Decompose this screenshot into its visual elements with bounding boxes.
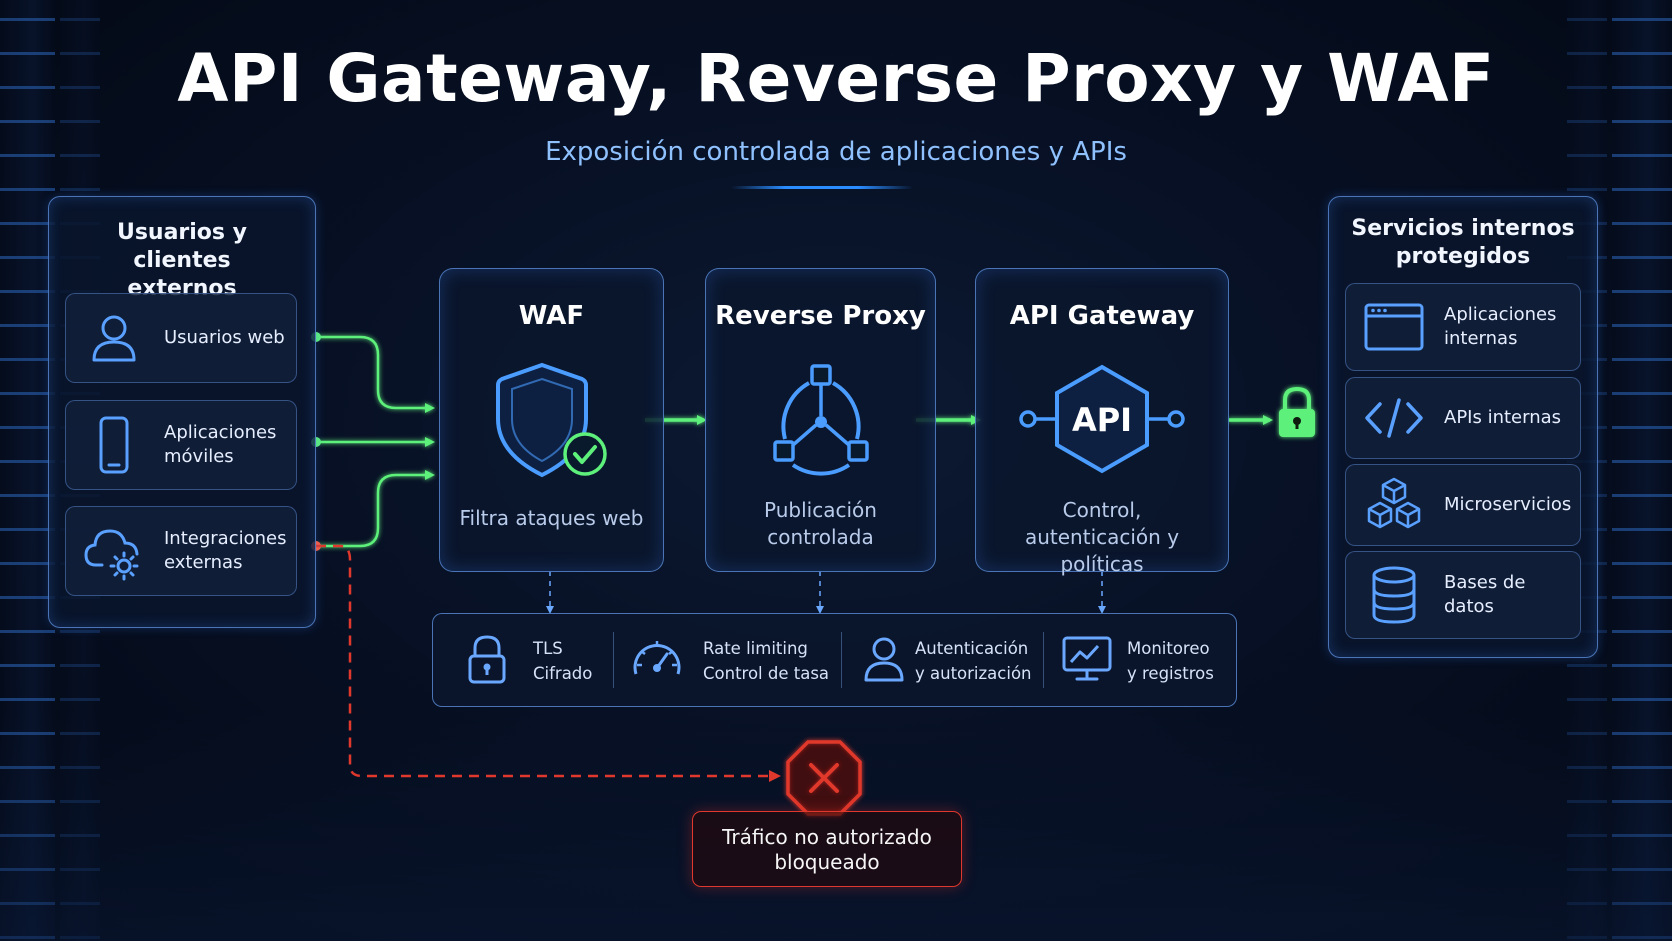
blocked-traffic-label: Tráfico no autorizado bloqueado	[722, 825, 932, 874]
feature-authentication[interactable]: Autenticación y autorización	[858, 614, 1038, 706]
client-item-label: Integraciones externas	[164, 528, 287, 573]
monitor-chart-icon	[1062, 636, 1112, 681]
service-item-label: APIs internas	[1444, 407, 1562, 428]
service-item-internal-apis[interactable]: APIs internas	[1345, 377, 1581, 459]
services-panel: Servicios internos protegidos Aplicacion…	[1328, 196, 1598, 658]
service-item-internal-apps[interactable]: Aplicaciones internas	[1345, 283, 1581, 371]
waf-card[interactable]: WAF Filtra ataques web	[439, 268, 664, 572]
services-panel-title: Servicios internos protegidos	[1351, 216, 1575, 269]
feature-monitoring[interactable]: Monitoreo y registros	[1061, 614, 1236, 706]
reverse-proxy-description: Publicación controlada	[764, 498, 877, 549]
speedometer-icon	[633, 641, 681, 675]
browser-window-icon	[1364, 303, 1424, 351]
client-item-web-users[interactable]: Usuarios web	[65, 293, 297, 383]
shield-check-icon	[495, 362, 607, 478]
page-title: API Gateway, Reverse Proxy y WAF	[177, 40, 1495, 117]
waf-description: Filtra ataques web	[459, 506, 644, 530]
network-hub-icon	[772, 364, 869, 476]
client-item-label: Aplicaciones móviles	[164, 422, 277, 467]
feature-label: Rate limiting Control de tasa	[703, 639, 830, 683]
blocked-x-icon	[786, 740, 862, 816]
user-icon	[92, 315, 136, 362]
connector-integrations	[316, 470, 435, 548]
padlock-icon	[468, 635, 506, 684]
feature-label: TLS Cifrado	[533, 639, 593, 683]
api-gateway-card[interactable]: API Gateway API Control, autenticación y…	[975, 268, 1229, 576]
service-item-label: Bases de datos	[1444, 572, 1526, 617]
page-subtitle: Exposición controlada de aplicaciones y …	[545, 137, 1127, 167]
api-hexagon-text: API	[1072, 401, 1132, 439]
feature-rate-limiting[interactable]: Rate limiting Control de tasa	[631, 614, 836, 706]
reverse-proxy-card[interactable]: Reverse Proxy Publicación controlada	[705, 268, 936, 572]
blocked-traffic-box: Tráfico no autorizado bloqueado	[692, 811, 962, 887]
title-underline	[731, 186, 913, 189]
service-item-label: Aplicaciones internas	[1444, 304, 1557, 349]
feature-label: Autenticación y autorización	[915, 639, 1032, 683]
api-gateway-description: Control, autenticación y políticas	[1024, 498, 1180, 576]
database-icon	[1372, 566, 1416, 624]
security-features-bar: TLS Cifrado Rate limiting Control de tas…	[432, 613, 1237, 707]
api-hexagon-icon: API	[1019, 364, 1185, 474]
padlock-icon	[1279, 386, 1315, 437]
client-item-label: Usuarios web	[164, 327, 285, 348]
api-gateway-title: API Gateway	[1009, 301, 1195, 331]
mobile-phone-icon	[99, 416, 129, 474]
reverse-proxy-title: Reverse Proxy	[715, 301, 926, 331]
service-item-databases[interactable]: Bases de datos	[1345, 551, 1581, 639]
service-item-label: Microservicios	[1444, 494, 1572, 515]
client-item-integrations[interactable]: Integraciones externas	[65, 506, 297, 596]
waf-title: WAF	[518, 301, 585, 331]
clients-panel: Usuarios y clientes externos Usuarios we…	[48, 196, 316, 628]
clients-panel-title: Usuarios y clientes externos	[116, 220, 248, 301]
feature-tls[interactable]: TLS Cifrado	[433, 614, 613, 706]
code-brackets-icon	[1365, 398, 1423, 438]
feature-label: Monitoreo y registros	[1127, 639, 1214, 683]
client-item-mobile-apps[interactable]: Aplicaciones móviles	[65, 400, 297, 490]
connector-web-users	[316, 335, 435, 413]
cloud-gear-icon	[84, 529, 139, 581]
user-icon	[864, 637, 904, 682]
cubes-icon	[1367, 477, 1421, 529]
connector-blocked	[316, 544, 781, 782]
service-item-microservices[interactable]: Microservicios	[1345, 464, 1581, 546]
